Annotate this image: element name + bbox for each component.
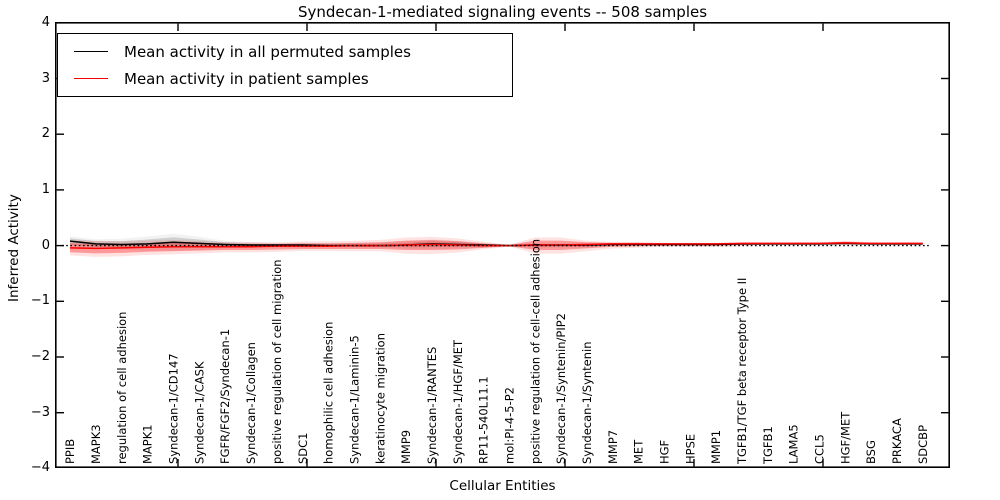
x-category-label: SDC1 (296, 432, 310, 464)
x-category-label: LAMA5 (787, 424, 801, 464)
y-tick-label: −3 (30, 404, 50, 420)
y-tick-label: 1 (41, 181, 50, 197)
chart-title: Syndecan-1-mediated signaling events -- … (297, 3, 708, 21)
x-category-label: PRKACA (890, 418, 904, 464)
legend: Mean activity in all permuted samples Me… (57, 33, 513, 97)
x-category-label: positive regulation of cell migration (270, 259, 284, 464)
x-category-label: Syndecan-1/Collagen (244, 342, 258, 464)
x-category-label: TGFB1 (761, 426, 775, 465)
x-category-label: MMP7 (606, 430, 620, 464)
x-category-label: Syndecan-1/HGF/MET (451, 339, 465, 464)
x-category-label: Syndecan-1/Laminin-5 (347, 335, 361, 464)
series-band-halo-1 (70, 236, 923, 257)
x-category-label: FGFR/FGF2/Syndecan-1 (218, 329, 232, 464)
x-category-label: Syndecan-1/CD147 (167, 353, 181, 464)
legend-item-patient: Mean activity in patient samples (74, 66, 512, 92)
x-category-label: MMP9 (399, 430, 413, 464)
x-category-label: keratinocyte migration (373, 333, 387, 464)
x-category-label: HPSE (683, 434, 697, 464)
plot-frame (55, 22, 950, 468)
permuted-line-swatch-icon (74, 51, 108, 52)
y-tick-label: 2 (41, 126, 50, 142)
y-tick-label: −4 (30, 460, 50, 476)
x-category-label: regulation of cell adhesion (115, 312, 129, 464)
x-category-label: MAPK1 (141, 424, 155, 464)
x-category-label: positive regulation of cell-cell adhesio… (528, 239, 542, 464)
x-category-label: Syndecan-1/RANTES (425, 347, 439, 464)
x-category-label: SDCBP (916, 425, 930, 464)
x-category-label: MET (632, 439, 646, 464)
x-category-label: HGF/MET (838, 411, 852, 464)
y-tick-label: −1 (30, 293, 50, 309)
patient-line-swatch-icon (74, 78, 108, 79)
legend-label-patient: Mean activity in patient samples (124, 69, 369, 88)
x-category-label: RP11-540L11.1 (477, 376, 491, 464)
x-category-label: Syndecan-1/Syntenin (580, 341, 594, 464)
x-axis-label: Cellular Entities (449, 478, 556, 494)
x-category-label: mol:PI-4-5-P2 (502, 387, 516, 464)
y-tick-label: 0 (41, 237, 50, 253)
x-category-label: MMP1 (709, 430, 723, 464)
y-tick-label: 3 (41, 70, 50, 86)
y-tick-label: 4 (41, 14, 50, 30)
x-category-label: homophilic cell adhesion (322, 322, 336, 464)
x-category-label: Syndecan-1/Syntenin/PIP2 (554, 313, 568, 464)
legend-item-permuted: Mean activity in all permuted samples (74, 39, 512, 65)
patient-mean-line (69, 242, 923, 250)
x-category-label: TGFB1/TGF beta receptor Type II (735, 278, 749, 465)
x-category-label: CCL5 (813, 434, 827, 464)
x-category-label: PPIB (63, 439, 77, 464)
x-category-label: HGF (658, 440, 672, 464)
y-tick-label: −2 (30, 349, 50, 364)
x-category-label: Syndecan-1/CASK (192, 361, 206, 464)
x-category-label: MAPK3 (89, 424, 103, 464)
x-category-label: BSG (864, 440, 878, 464)
legend-label-permuted: Mean activity in all permuted samples (124, 42, 411, 61)
